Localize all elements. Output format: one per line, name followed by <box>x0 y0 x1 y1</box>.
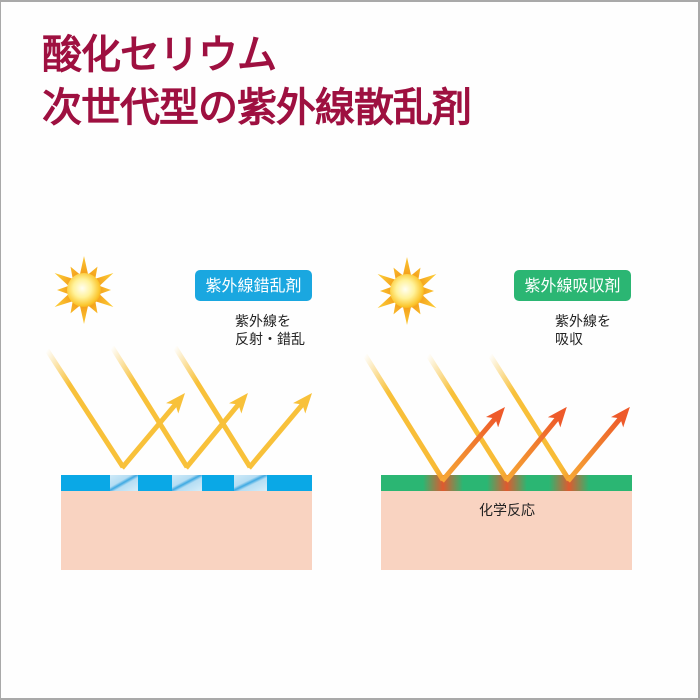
converted-ray-arrow <box>504 406 567 483</box>
sun-icon <box>54 256 114 324</box>
chemical-reaction-label: 化学反応 <box>479 503 535 519</box>
scatter-caption: 紫外線を 反射・錯乱 <box>235 313 305 349</box>
sun-icon <box>377 257 437 325</box>
scatter-caption-line-2: 反射・錯乱 <box>235 332 305 348</box>
title-line-2: 次世代型の紫外線散乱剤 <box>42 85 472 131</box>
incoming-uv-ray <box>362 353 446 482</box>
absorb-caption: 紫外線を 吸収 <box>555 313 611 349</box>
absorb-panel <box>362 257 632 570</box>
reaction-glow <box>423 475 463 491</box>
converted-ray-arrow <box>566 406 630 483</box>
incoming-uv-ray <box>44 348 126 469</box>
scatter-particle <box>110 475 138 491</box>
absorb-agent-label: 紫外線吸収剤 <box>514 270 631 301</box>
skin-layer <box>61 491 312 570</box>
reflected-ray-arrow <box>184 392 248 470</box>
reaction-glow <box>549 475 589 491</box>
incoming-uv-ray <box>487 353 572 482</box>
absorb-caption-line-2: 吸収 <box>555 332 583 348</box>
scatter-agent-label: 紫外線錯乱剤 <box>195 270 312 301</box>
scatter-panel <box>44 256 313 570</box>
incoming-uv-ray <box>172 345 253 469</box>
reflected-ray-arrow <box>247 393 313 470</box>
title-line-1: 酸化セリウム <box>42 32 277 78</box>
scatter-caption-line-1: 紫外線を <box>235 314 291 330</box>
converted-ray-arrow <box>440 406 505 483</box>
incoming-uv-ray <box>109 345 190 469</box>
incoming-uv-ray <box>425 353 510 482</box>
reflected-ray-arrow <box>120 393 186 470</box>
reaction-glow <box>487 475 527 491</box>
absorb-caption-line-1: 紫外線を <box>555 314 611 330</box>
scatter-particle <box>234 475 267 491</box>
scatter-particle <box>172 475 202 491</box>
skin-layer <box>381 491 632 570</box>
